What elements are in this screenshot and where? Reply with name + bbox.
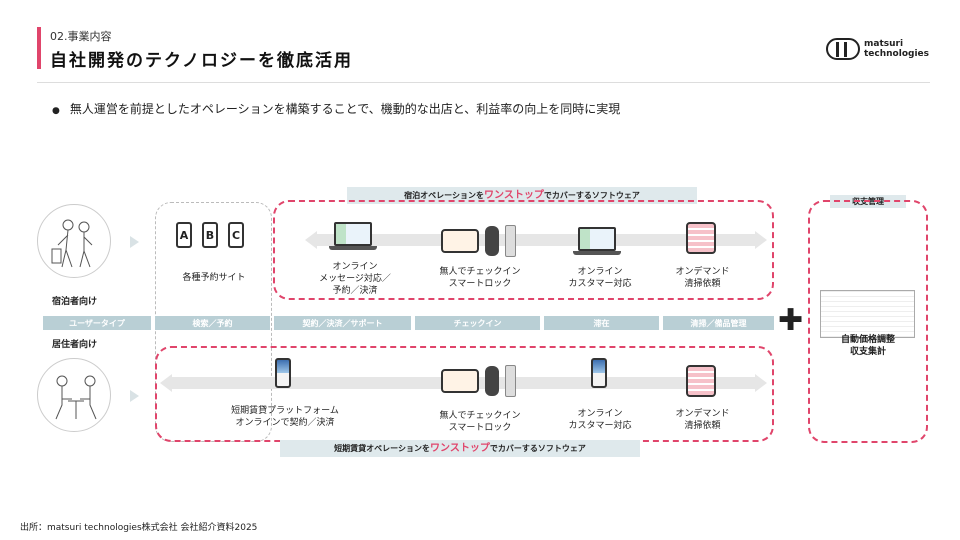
source-footnote: 出所：matsuri technologies株式会社 会社紹介資料2025: [20, 523, 258, 533]
bottom-banner-highlight: ワンストップ: [430, 443, 490, 454]
top-node-checkin-label: 無人でチェックイン スマートロック: [439, 267, 521, 289]
company-logo: matsuri technologies: [826, 38, 929, 60]
booking-sites-label: 各種予約サイト: [182, 273, 246, 283]
strip-search: 検索／予約: [155, 316, 270, 330]
resident-illustration: [37, 358, 111, 432]
top-node-support-label: オンライン カスタマー対応: [568, 267, 632, 289]
strip-contract: 契約／決済／サポート: [274, 316, 411, 330]
support-phone-icon: [591, 358, 607, 388]
double-arrow-left-icon: [160, 374, 172, 392]
lodging-box: [273, 200, 774, 300]
cleaning-app-icon: [686, 222, 716, 254]
top-banner-highlight: ワンストップ: [484, 190, 544, 201]
header-divider: [37, 82, 930, 83]
lock-icon: [485, 366, 499, 396]
bottom-node-platform-label: 短期賃貸プラットフォーム オンラインで契約／決済: [231, 406, 339, 428]
strip-stay: 滞在: [544, 316, 659, 330]
page-title: 自社開発のテクノロジーを徹底活用: [50, 51, 353, 71]
logo-line1: matsuri: [864, 39, 904, 49]
strip-checkin: チェックイン: [415, 316, 540, 330]
rental-platform-phone-icon: [275, 358, 291, 388]
logo-line2: technologies: [864, 49, 929, 59]
intercom-icon: [505, 225, 516, 257]
arrow-right-icon: [130, 236, 139, 248]
top-flow-bar: [317, 234, 755, 246]
bottom-node-cleaning-label: オンデマンド 清掃依頼: [675, 409, 730, 431]
user-lodging-label: 宿泊者向け: [52, 297, 98, 307]
double-arrow-right-icon: [755, 374, 767, 392]
intercom-icon: [505, 365, 516, 397]
site-b-icon: B: [202, 222, 218, 248]
laptop-icon: [329, 222, 377, 250]
lock-icon: [485, 226, 499, 256]
traveler-illustration: [37, 204, 111, 278]
summary-bullet: 無人運営を前提としたオペレーションを構築することで、機動的な出店と、利益率の向上…: [52, 100, 620, 117]
top-banner: 宿泊オペレーションをワンストップでカバーするソフトウェア: [347, 187, 697, 204]
user-resident-label: 居住者向け: [52, 340, 98, 350]
laptop-icon: [573, 227, 621, 255]
tablet-icon: [441, 229, 479, 253]
cleaning-app-icon: [686, 365, 716, 397]
bottom-banner: 短期賃貸オペレーションをワンストップでカバーするソフトウェア: [280, 440, 640, 457]
arrow-right-icon: [130, 390, 139, 402]
strip-user-type: ユーザータイプ: [43, 316, 151, 330]
resident-icon: [55, 375, 97, 420]
revenue-box: [808, 200, 928, 443]
title-accent-bar: [37, 27, 41, 69]
logo-mark-icon: [826, 38, 860, 60]
smart-lock-group: [441, 225, 516, 257]
site-c-icon: C: [228, 222, 244, 248]
site-a-icon: A: [176, 222, 192, 248]
section-number: 02.事業内容: [50, 30, 112, 43]
plus-icon: ✚: [778, 303, 804, 338]
smart-lock-group: [441, 365, 516, 397]
bottom-node-checkin-label: 無人でチェックイン スマートロック: [439, 411, 521, 433]
booking-site-phones: A B C: [176, 222, 244, 248]
double-arrow-left-icon: [305, 231, 317, 249]
bottom-node-support-label: オンライン カスタマー対応: [568, 409, 632, 431]
top-node-messaging-label: オンライン メッセージ対応／ 予約／決済: [319, 262, 391, 296]
strip-cleaning: 清掃／備品管理: [663, 316, 774, 330]
revenue-dashboard-icon: [820, 290, 915, 338]
revenue-label: 自動価格調整 収支集計: [840, 335, 895, 357]
double-arrow-right-icon: [755, 231, 767, 249]
top-node-cleaning-label: オンデマンド 清掃依頼: [675, 267, 730, 289]
traveler-icon: [51, 219, 93, 268]
tablet-icon: [441, 369, 479, 393]
